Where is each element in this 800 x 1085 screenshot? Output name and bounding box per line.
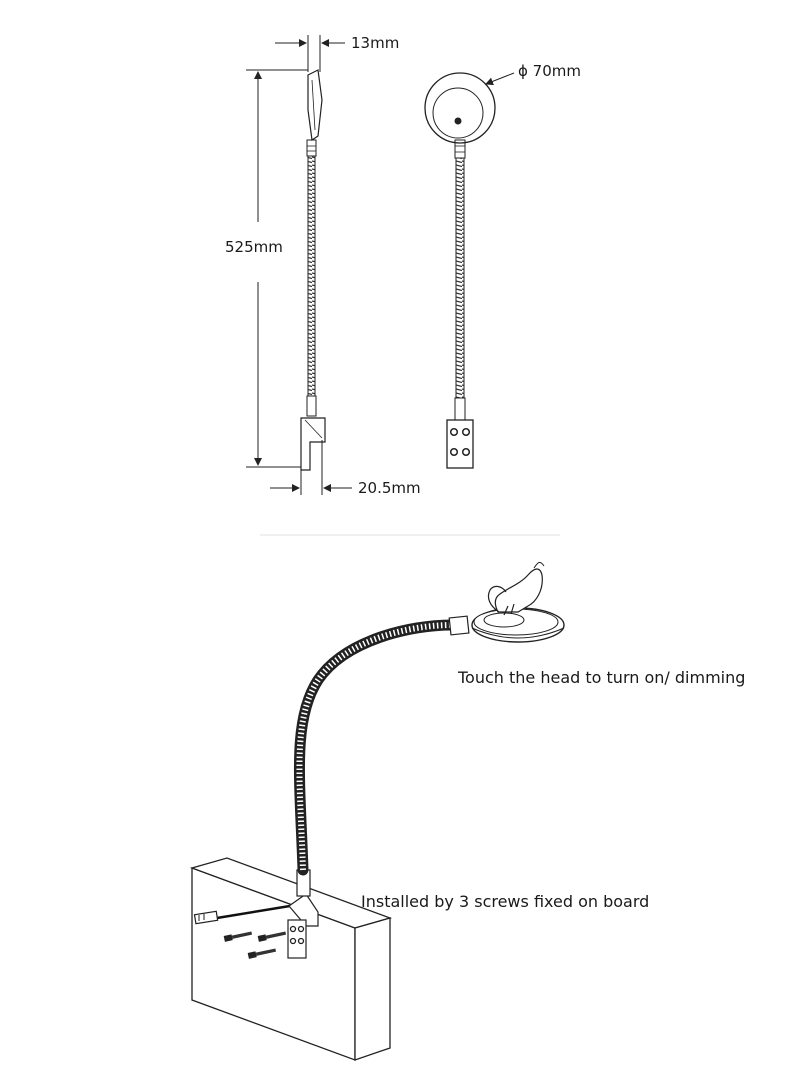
screws [223,931,287,959]
gooseneck-arm [293,619,458,876]
front-view-drawing [424,72,496,469]
dimension-525mm: 525mm [225,69,308,468]
power-cable [193,903,297,925]
side-view-drawing [300,69,326,471]
dimension-13mm: 13mm [275,34,399,72]
wooden-board [189,857,393,1061]
dimension-label-20-5mm: 20.5mm [358,479,421,497]
dimension-label-70mm: ϕ 70mm [518,62,581,80]
dimension-70mm: ϕ 70mm [485,62,581,86]
touch-annotation: Touch the head to turn on/ dimming [457,668,745,687]
dimension-label-525mm: 525mm [225,238,283,256]
hand-touch-icon [487,561,545,616]
mounting-bracket [287,869,319,959]
dimension-label-13mm: 13mm [351,34,399,52]
install-annotation: Installed by 3 screws fixed on board [361,892,649,911]
lamp-head [448,607,565,643]
dimension-20-5mm: 20.5mm [270,440,421,497]
